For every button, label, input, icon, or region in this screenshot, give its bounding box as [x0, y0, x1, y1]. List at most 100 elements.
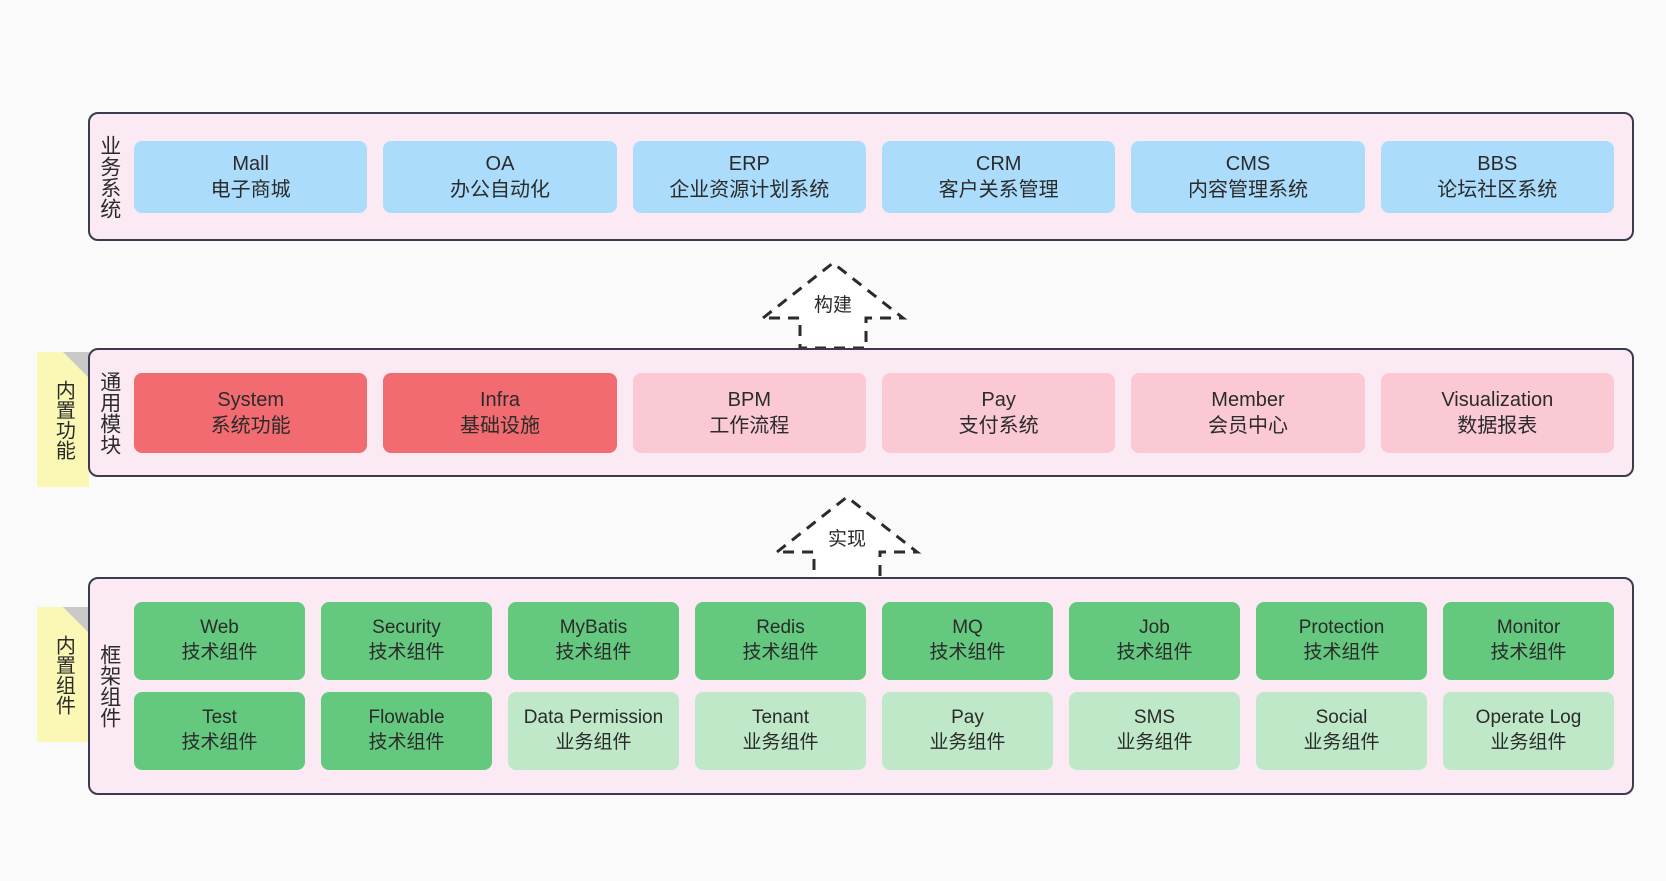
layer-body-framework-component: Web 技术组件 Security 技术组件 MyBatis 技术组件 Redi…: [128, 579, 1632, 793]
node-subtitle: 客户关系管理: [938, 178, 1059, 201]
node-cms[interactable]: CMS 内容管理系统: [1131, 140, 1365, 213]
node-title: Tenant: [751, 707, 810, 729]
node-subtitle: 技术组件: [1116, 642, 1193, 663]
node-subtitle: 技术组件: [368, 732, 445, 753]
node-title: Flowable: [368, 707, 445, 729]
node-title: MyBatis: [559, 617, 628, 639]
node-subtitle: 技术组件: [742, 642, 819, 663]
layer-title-framework-component: 框架组件: [97, 644, 121, 728]
node-title: Web: [200, 617, 239, 639]
node-title: Pay: [951, 707, 984, 729]
node-crm[interactable]: CRM 客户关系管理: [881, 140, 1116, 213]
layer-row: Mall 电子商城 OA 办公自动化 ERP 企业资源计划系统 CRM 客户关系…: [134, 140, 1614, 213]
sticky-note-label: 内置组件: [52, 634, 75, 715]
node-member[interactable]: Member 会员中心: [1131, 372, 1365, 453]
node-subtitle: 技术组件: [181, 732, 258, 753]
node-bpm[interactable]: BPM 工作流程: [632, 372, 866, 453]
node-title: SMS: [1133, 707, 1176, 729]
node-title: MQ: [952, 617, 983, 639]
node-subtitle: 支付系统: [958, 414, 1039, 437]
node-subtitle: 技术组件: [555, 642, 632, 663]
layer-row: Test 技术组件 Flowable 技术组件 Data Permission …: [134, 692, 1614, 770]
node-subtitle: 办公自动化: [449, 178, 550, 201]
node-subtitle: 业务组件: [1303, 732, 1380, 753]
node-title: BPM: [727, 388, 771, 411]
node-bbs[interactable]: BBS 论坛社区系统: [1380, 140, 1614, 213]
node-infra[interactable]: Infra 基础设施: [383, 372, 617, 453]
hollow-arrow-up-icon: [772, 495, 922, 584]
node-pay-business[interactable]: Pay 业务组件: [882, 692, 1053, 770]
layer-business-system[interactable]: 业务系统 Mall 电子商城 OA 办公自动化 ERP 企业资源计划系统 CRM: [88, 112, 1634, 241]
node-tenant[interactable]: Tenant 业务组件: [695, 692, 866, 770]
node-monitor[interactable]: Monitor 技术组件: [1443, 602, 1614, 680]
node-title: OA: [485, 152, 515, 175]
node-title: Job: [1139, 617, 1170, 639]
node-title: Test: [202, 707, 237, 729]
node-visualization[interactable]: Visualization 数据报表: [1380, 372, 1614, 453]
node-title: Security: [372, 617, 441, 639]
node-title: Mall: [232, 152, 269, 175]
node-subtitle: 技术组件: [368, 642, 445, 663]
node-title: Social: [1315, 707, 1368, 729]
node-sms[interactable]: SMS 业务组件: [1069, 692, 1240, 770]
connector-label: 实现: [827, 529, 867, 550]
sticky-note-builtin-component[interactable]: 内置组件: [37, 607, 89, 742]
node-subtitle: 业务组件: [1490, 732, 1567, 753]
node-title: Visualization: [1441, 388, 1554, 411]
node-mybatis[interactable]: MyBatis 技术组件: [508, 602, 679, 680]
connector-build: 构建: [758, 258, 908, 350]
node-subtitle: 论坛社区系统: [1437, 178, 1558, 201]
node-subtitle: 业务组件: [555, 732, 632, 753]
node-subtitle: 工作流程: [709, 414, 790, 437]
node-title: ERP: [728, 152, 770, 175]
node-pay[interactable]: Pay 支付系统: [881, 372, 1116, 453]
node-subtitle: 技术组件: [181, 642, 258, 663]
node-redis[interactable]: Redis 技术组件: [695, 602, 866, 680]
node-job[interactable]: Job 技术组件: [1069, 602, 1240, 680]
sticky-note-builtin-function[interactable]: 内置功能: [37, 352, 89, 487]
node-title: Infra: [479, 388, 520, 411]
connector-label: 构建: [813, 295, 853, 316]
node-subtitle: 系统功能: [210, 414, 291, 437]
node-erp[interactable]: ERP 企业资源计划系统: [632, 140, 866, 213]
node-subtitle: 业务组件: [929, 732, 1006, 753]
node-test[interactable]: Test 技术组件: [134, 692, 305, 770]
node-social[interactable]: Social 业务组件: [1256, 692, 1427, 770]
node-subtitle: 基础设施: [459, 414, 540, 437]
node-subtitle: 内容管理系统: [1187, 178, 1308, 201]
layer-row: Web 技术组件 Security 技术组件 MyBatis 技术组件 Redi…: [134, 602, 1614, 680]
node-subtitle: 业务组件: [742, 732, 819, 753]
node-title: Operate Log: [1475, 707, 1582, 729]
node-data-permission[interactable]: Data Permission 业务组件: [508, 692, 679, 770]
layer-framework-component[interactable]: 框架组件 Web 技术组件 Security 技术组件 MyBatis 技术组件…: [88, 577, 1634, 795]
node-title: Data Permission: [523, 707, 664, 729]
node-title: CMS: [1225, 152, 1271, 175]
node-subtitle: 数据报表: [1457, 414, 1538, 437]
connector-implement: 实现: [772, 492, 922, 584]
node-flowable[interactable]: Flowable 技术组件: [321, 692, 492, 770]
hollow-arrow-up-icon: [758, 261, 908, 350]
layer-title-common-module: 通用模块: [97, 370, 121, 455]
sticky-note-label: 内置功能: [52, 379, 75, 460]
node-web[interactable]: Web 技术组件: [134, 602, 305, 680]
node-title: CRM: [975, 152, 1022, 175]
node-subtitle: 企业资源计划系统: [669, 178, 830, 201]
node-title: System: [217, 388, 284, 411]
node-title: Monitor: [1496, 617, 1561, 639]
node-mq[interactable]: MQ 技术组件: [882, 602, 1053, 680]
node-title: Member: [1211, 388, 1285, 411]
node-mall[interactable]: Mall 电子商城: [134, 140, 368, 213]
node-subtitle: 会员中心: [1207, 414, 1288, 437]
node-oa[interactable]: OA 办公自动化: [383, 140, 617, 213]
node-subtitle: 电子商城: [210, 178, 291, 201]
layer-title-business-system: 业务系统: [97, 134, 121, 219]
layer-common-module[interactable]: 通用模块 System 系统功能 Infra 基础设施 BPM 工作流程 Pay: [88, 348, 1634, 477]
node-protection[interactable]: Protection 技术组件: [1256, 602, 1427, 680]
layer-body-business-system: Mall 电子商城 OA 办公自动化 ERP 企业资源计划系统 CRM 客户关系…: [128, 114, 1632, 239]
node-operate-log[interactable]: Operate Log 业务组件: [1443, 692, 1614, 770]
node-system[interactable]: System 系统功能: [134, 372, 368, 453]
node-security[interactable]: Security 技术组件: [321, 602, 492, 680]
layer-row: System 系统功能 Infra 基础设施 BPM 工作流程 Pay 支付系统…: [134, 372, 1614, 453]
node-title: Protection: [1298, 617, 1385, 639]
